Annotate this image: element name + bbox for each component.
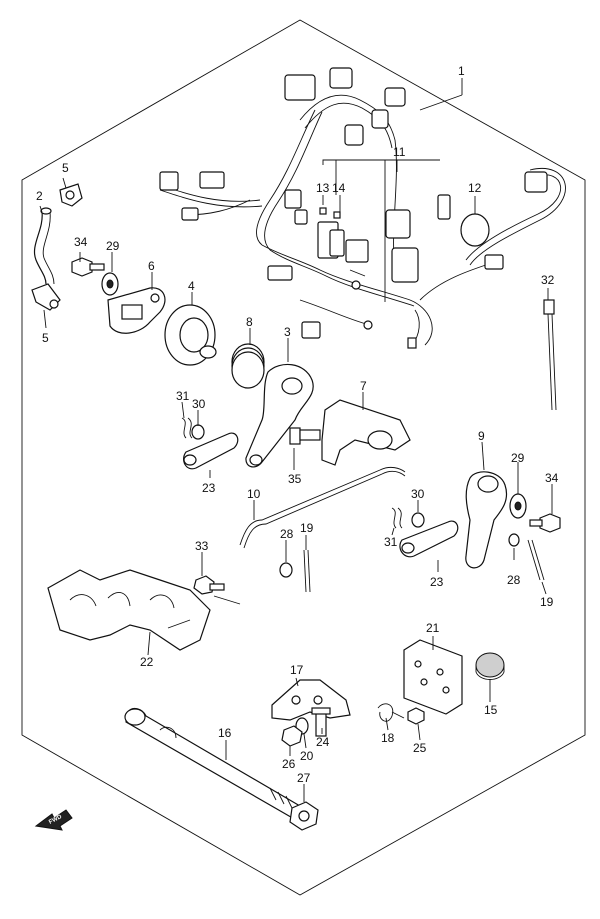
callout-29b: 29 bbox=[511, 451, 525, 465]
callout-21: 21 bbox=[426, 621, 440, 635]
callout-5b: 5 bbox=[42, 331, 49, 345]
bolt-part-24[interactable] bbox=[311, 707, 331, 737]
callout-30a: 30 bbox=[192, 397, 206, 411]
callout-16: 16 bbox=[218, 726, 232, 740]
callout-14: 14 bbox=[332, 181, 346, 195]
callout-22: 22 bbox=[140, 655, 154, 669]
callout-6: 6 bbox=[148, 259, 155, 273]
callout-31b: 31 bbox=[384, 535, 398, 549]
plate-part-6[interactable] bbox=[107, 287, 166, 334]
callout-30b: 30 bbox=[411, 487, 425, 501]
callout-28b: 28 bbox=[507, 573, 521, 587]
callout-24: 24 bbox=[316, 735, 330, 749]
washer-part-28a[interactable] bbox=[279, 562, 293, 578]
bolt-part-34b[interactable] bbox=[529, 513, 561, 533]
callout-29a: 29 bbox=[106, 239, 120, 253]
callout-19b: 19 bbox=[540, 595, 554, 609]
callout-2: 2 bbox=[36, 189, 43, 203]
shaft-part-16[interactable] bbox=[124, 707, 305, 821]
callout-27: 27 bbox=[297, 771, 311, 785]
link-part-23b[interactable] bbox=[399, 520, 459, 558]
callout-23a: 23 bbox=[202, 481, 216, 495]
diagram-boundary bbox=[21, 19, 586, 896]
clip-part-5b[interactable] bbox=[31, 283, 61, 311]
callout-34b: 34 bbox=[545, 471, 559, 485]
callout-20: 20 bbox=[300, 749, 314, 763]
link-part-23a[interactable] bbox=[183, 432, 239, 470]
cable-tie-part-32[interactable] bbox=[543, 299, 557, 411]
callout-25: 25 bbox=[413, 741, 427, 755]
bracket-part-7[interactable] bbox=[321, 399, 411, 466]
nut-part-27[interactable] bbox=[289, 801, 319, 831]
lever-part-9[interactable] bbox=[465, 471, 508, 569]
washer-part-29a[interactable] bbox=[101, 272, 119, 296]
callout-28a: 28 bbox=[280, 527, 294, 541]
disc-part-4[interactable] bbox=[164, 304, 217, 366]
callout-32: 32 bbox=[541, 273, 555, 287]
callout-labels: 1 2 3 4 5 5 6 7 8 9 10 11 12 13 14 15 16… bbox=[36, 64, 559, 785]
clip-part-18[interactable] bbox=[377, 703, 405, 722]
bolt-part-33[interactable] bbox=[193, 575, 225, 595]
plate-part-21[interactable] bbox=[403, 639, 463, 715]
leader-lines-harness bbox=[322, 78, 476, 302]
callout-35: 35 bbox=[288, 472, 302, 486]
callout-15: 15 bbox=[484, 703, 498, 717]
bolt-part-34a[interactable] bbox=[71, 257, 105, 277]
callout-9: 9 bbox=[478, 429, 485, 443]
callout-3: 3 bbox=[284, 325, 291, 339]
clip-part-31b[interactable] bbox=[391, 507, 403, 529]
washer-part-28b[interactable] bbox=[508, 533, 520, 547]
callout-5a: 5 bbox=[62, 161, 69, 175]
callout-12: 12 bbox=[468, 181, 482, 195]
bracket-part-17[interactable] bbox=[271, 679, 351, 721]
screw-part-25[interactable] bbox=[407, 707, 425, 725]
bracket-part-22[interactable] bbox=[47, 569, 211, 651]
leader-lines bbox=[39, 177, 553, 802]
forward-direction-arrow: FWD bbox=[34, 809, 73, 831]
pin-part-19b[interactable] bbox=[527, 539, 545, 581]
callout-10: 10 bbox=[247, 487, 261, 501]
callout-11: 11 bbox=[393, 145, 406, 159]
callout-8: 8 bbox=[246, 315, 253, 329]
washer-part-30a[interactable] bbox=[191, 424, 205, 440]
callout-1: 1 bbox=[458, 64, 465, 78]
callout-7: 7 bbox=[360, 379, 367, 393]
callout-13: 13 bbox=[316, 181, 330, 195]
callout-4: 4 bbox=[188, 279, 195, 293]
callout-19a: 19 bbox=[300, 521, 314, 535]
callout-23b: 23 bbox=[430, 575, 444, 589]
callout-33: 33 bbox=[195, 539, 209, 553]
callout-17: 17 bbox=[290, 663, 304, 677]
rod-part-10[interactable] bbox=[239, 466, 406, 549]
washer-part-30b[interactable] bbox=[411, 512, 425, 528]
callout-18: 18 bbox=[381, 731, 395, 745]
callout-34a: 34 bbox=[74, 235, 88, 249]
cap-part-15[interactable] bbox=[475, 652, 505, 680]
callout-31a: 31 bbox=[176, 389, 190, 403]
bolt-part-35[interactable] bbox=[289, 427, 321, 445]
clip-part-31a[interactable] bbox=[181, 417, 193, 439]
nut-part-26[interactable] bbox=[281, 725, 303, 747]
lever-part-3[interactable] bbox=[245, 363, 314, 468]
clip-part-5a[interactable] bbox=[59, 183, 83, 207]
pin-part-19a[interactable] bbox=[303, 549, 311, 593]
hose-part-2[interactable] bbox=[34, 207, 55, 285]
wiring-harness[interactable] bbox=[159, 67, 566, 349]
washer-part-29b[interactable] bbox=[509, 493, 527, 519]
callout-26: 26 bbox=[282, 757, 296, 771]
spring-part-8[interactable] bbox=[231, 343, 265, 389]
